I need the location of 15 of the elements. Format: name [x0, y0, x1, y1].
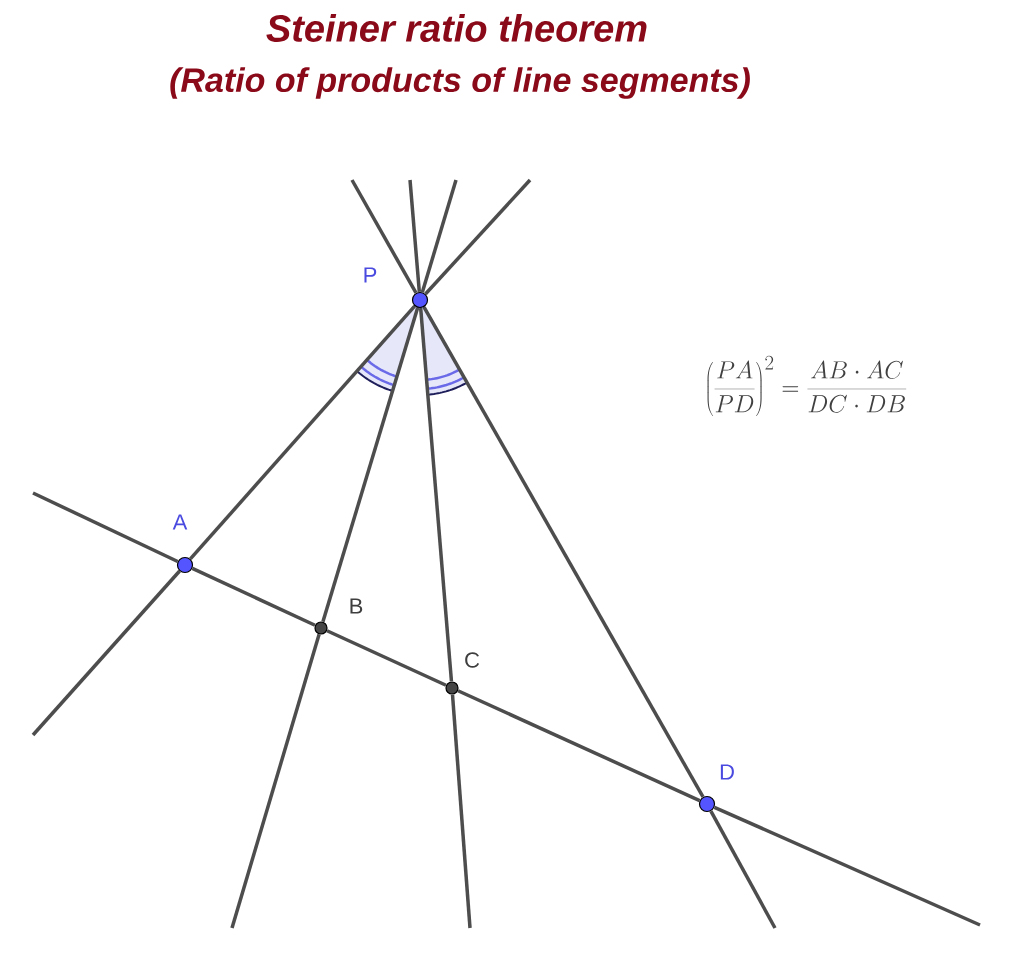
point-label: P [364, 267, 377, 283]
point-label: C [465, 652, 480, 668]
line-segment [321, 307, 420, 623]
line-segment [189, 304, 416, 561]
line-segment [191, 566, 316, 627]
point-label: B [350, 598, 363, 614]
point-label: D [720, 764, 734, 780]
line-segment [418, 307, 454, 682]
line-segment [457, 689, 701, 803]
title: Steiner ratio theorem [266, 14, 647, 42]
line-segment [326, 629, 447, 687]
point-label: A [172, 514, 188, 530]
formula: $\left(\frac{PA}{PD}\right)^2=\frac{AB\cdot AC}{DC\cdot DB}$ [707, 355, 907, 416]
line-segment [422, 306, 705, 798]
subtitle: (Ratio of products of line segments) [170, 67, 750, 99]
